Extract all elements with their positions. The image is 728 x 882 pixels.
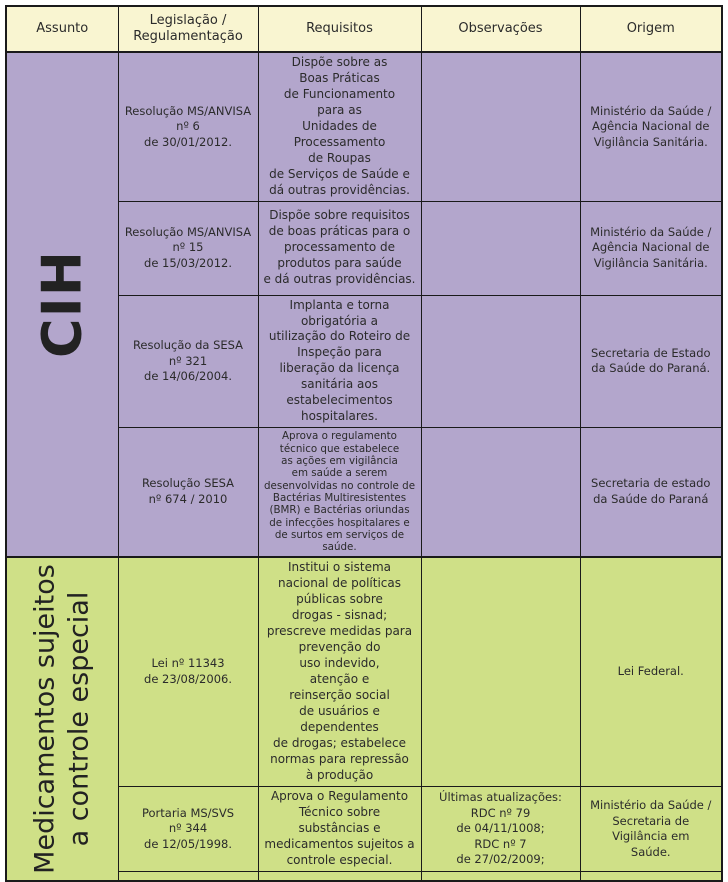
table-row: Medicamentos sujeitos a controle especia… <box>5 556 723 882</box>
table-row: Portaria MS/SVS nº 344 de 12/05/1998. Ap… <box>6 786 723 872</box>
origem-cell: Lei Federal. <box>579 556 723 788</box>
origem-cell: Secretaria de estado da Saúde do Paraná <box>579 427 723 558</box>
requisitos-cell: Implanta e torna obrigatória a utilizaçã… <box>257 294 422 429</box>
observacoes-cell: Últimas atualizações: RDC nº 79 de 04/11… <box>420 786 581 872</box>
section-label-cih: CIH <box>30 250 94 359</box>
table-row: CIH Resolução MS/ANVISA nº 6 de 30/01/20… <box>5 51 723 558</box>
spacer-cell <box>420 870 581 882</box>
spacer-cell <box>579 870 723 882</box>
table-row: Resolução MS/ANVISA nº 15 de 15/03/2012.… <box>6 200 723 296</box>
origem-cell: Secretaria de Estado da Saúde do Paraná. <box>579 294 723 429</box>
legislacao-cell: Resolução da SESA nº 321 de 14/06/2004. <box>117 294 259 429</box>
requisitos-cell: Dispõe sobre as Boas Práticas de Funcion… <box>257 51 422 202</box>
column-header-legislacao: Legislação / Regulamentação <box>117 5 259 53</box>
origem-cell: Ministério da Saúde / Agência Nacional d… <box>579 200 723 296</box>
legislacao-cell: Portaria MS/SVS nº 344 de 12/05/1998. <box>117 786 259 872</box>
requisitos-cell: Aprova o regulamento técnico que estabel… <box>257 427 422 558</box>
column-header-observacoes: Observações <box>420 5 581 53</box>
table-row: Resolução da SESA nº 321 de 14/06/2004. … <box>6 294 723 429</box>
requisitos-cell: Aprova o Regulamento Técnico sobre subst… <box>257 786 422 872</box>
table-header: Assunto Legislação / Regulamentação Requ… <box>5 5 723 53</box>
spacer-cell <box>257 870 422 882</box>
spacer-cell <box>117 870 259 882</box>
requisitos-cell: Institui o sistema nacional de políticas… <box>257 556 422 788</box>
section-cih: CIH Resolução MS/ANVISA nº 6 de 30/01/20… <box>5 51 723 558</box>
origem-cell: Ministério da Saúde / Agência Nacional d… <box>579 51 723 202</box>
legislacao-cell: Resolução MS/ANVISA nº 15 de 15/03/2012. <box>117 200 259 296</box>
legislacao-cell: Lei nº 11343 de 23/08/2006. <box>117 556 259 788</box>
legislacao-cell: Resolução SESA nº 674 / 2010 <box>117 427 259 558</box>
column-header-requisitos: Requisitos <box>257 5 422 53</box>
subject-cell-cih: CIH <box>5 51 119 558</box>
origem-cell: Ministério da Saúde / Secretaria de Vigi… <box>579 786 723 872</box>
observacoes-cell <box>420 51 581 202</box>
observacoes-cell <box>420 427 581 558</box>
table-row: Resolução SESA nº 674 / 2010 Aprova o re… <box>6 427 723 558</box>
column-header-origem: Origem <box>579 5 723 53</box>
section-medicamentos: Medicamentos sujeitos a controle especia… <box>5 556 723 882</box>
subject-cell-medicamentos: Medicamentos sujeitos a controle especia… <box>5 556 119 882</box>
legislacao-cell: Resolução MS/ANVISA nº 6 de 30/01/2012. <box>117 51 259 202</box>
column-header-assunto: Assunto <box>5 5 119 53</box>
observacoes-cell <box>420 556 581 788</box>
observacoes-cell <box>420 294 581 429</box>
regulation-table: Assunto Legislação / Regulamentação Requ… <box>5 5 723 882</box>
observacoes-cell <box>420 200 581 296</box>
section-label-medicamentos: Medicamentos sujeitos a controle especia… <box>29 563 95 874</box>
requisitos-cell: Dispõe sobre requisitos de boas práticas… <box>257 200 422 296</box>
